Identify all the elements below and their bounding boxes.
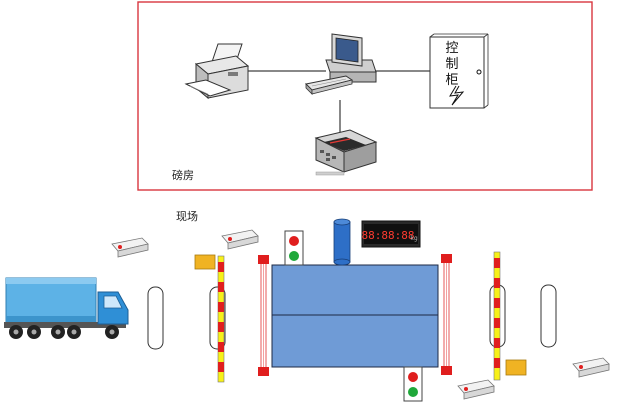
control-room-border <box>137 1 593 191</box>
control-room-label: 磅房 <box>172 169 194 182</box>
barrier-gate-icon <box>493 251 527 381</box>
loop-detector-right-outer <box>540 284 557 348</box>
infrared-sensor-icon <box>441 254 452 375</box>
camera-icon <box>111 237 149 258</box>
field-label: 现场 <box>176 210 198 223</box>
barrier-gate-icon <box>194 254 225 383</box>
computer-icon <box>304 33 377 95</box>
cylinder-icon <box>333 218 351 266</box>
cabinet-knob <box>476 69 482 75</box>
camera-icon <box>572 357 610 378</box>
display-board-unit: kg <box>410 235 417 242</box>
loop-detector-left-outer <box>147 286 164 350</box>
infrared-sensor-icon <box>258 255 269 376</box>
printer-icon <box>184 43 250 100</box>
traffic-light-icon <box>403 366 423 402</box>
truck-container <box>5 277 97 323</box>
truck-icon <box>4 277 129 339</box>
traffic-light-icon <box>284 230 304 266</box>
cabinet-char-2: 制 <box>445 57 458 72</box>
camera-icon <box>221 229 259 250</box>
weighing-indicator-icon <box>314 129 378 176</box>
cabinet-char-1: 控 <box>445 41 458 56</box>
truck-chassis <box>4 322 126 328</box>
display-board-digits: 88:88:88 <box>362 229 415 242</box>
lightning-icon <box>449 85 465 106</box>
control-cabinet: 控 制 柜 <box>429 33 489 109</box>
camera-icon <box>457 379 495 400</box>
cabinet-char-3: 柜 <box>445 73 458 88</box>
scale-platform <box>271 264 439 368</box>
display-board: 88:88:88 kg <box>361 220 421 248</box>
